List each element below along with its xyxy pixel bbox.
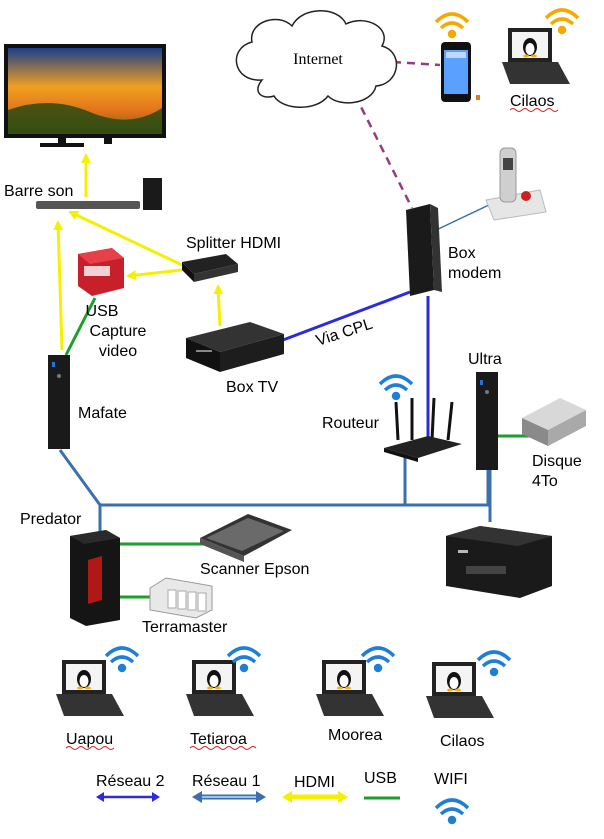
moorea-label: Moorea — [328, 727, 382, 744]
laptop-cilaos-top: Cilaos — [502, 8, 580, 112]
dect-phone — [485, 147, 547, 221]
usb-links — [64, 297, 540, 599]
pc-ultra: Ultra — [468, 351, 502, 470]
soundbar: Barre son — [4, 178, 162, 210]
tetiaroa-label: Tetiaroa — [190, 731, 247, 748]
legend-reseau2-label: Réseau 2 — [96, 773, 165, 790]
legend-hdmi-line — [282, 791, 348, 803]
reseau2-links — [282, 290, 430, 440]
pc-mafate: Mafate — [48, 355, 127, 449]
laptop-tetiaroa: Tetiaroa — [186, 646, 262, 750]
usb-capture-label-3: video — [99, 343, 137, 360]
scanner-epson: Scanner Epson — [200, 514, 309, 578]
legend: Réseau 2 Réseau 1 HDMI USB WIFI — [96, 770, 470, 825]
legend-hdmi-label: HDMI — [294, 774, 335, 791]
predator-label: Predator — [20, 511, 82, 528]
tux-icon — [77, 670, 91, 690]
box-modem: Box modem — [406, 204, 501, 296]
uapou-label: Uapou — [66, 731, 113, 748]
tux-icon — [337, 670, 351, 690]
splitter-label: Splitter HDMI — [186, 235, 281, 252]
disque-label-1: Disque — [532, 453, 582, 470]
legend-usb-label: USB — [364, 770, 397, 787]
laptop-moorea: Moorea — [316, 646, 396, 744]
legend-wifi-label: WIFI — [434, 771, 468, 788]
tux-icon — [447, 672, 461, 692]
internet-label: Internet — [293, 51, 343, 68]
wifi-icon — [378, 374, 414, 401]
smartphone — [434, 12, 480, 102]
ultra-label: Ultra — [468, 351, 502, 368]
internet-cloud: Internet — [235, 10, 398, 108]
tux-icon — [207, 670, 221, 690]
terramaster-label: Terramaster — [142, 619, 228, 636]
hdmi-links — [53, 153, 224, 351]
hdmi-splitter: Splitter HDMI — [182, 235, 281, 282]
nas-terramaster: Terramaster — [142, 577, 228, 636]
legend-reseau1-line — [192, 791, 266, 803]
internet-links — [353, 60, 441, 209]
wifi-icon — [360, 646, 396, 673]
barre-son-label: Barre son — [4, 183, 73, 200]
box-modem-label-1: Box — [448, 245, 476, 262]
television — [4, 44, 166, 147]
box-modem-label-2: modem — [448, 265, 501, 282]
disque-label-2: 4To — [532, 473, 558, 490]
usb-capture-device: USB Capture video — [78, 248, 147, 360]
mafate-label: Mafate — [78, 405, 127, 422]
laptop-cilaos-bottom: Cilaos — [426, 650, 512, 750]
wifi-icon — [226, 646, 262, 673]
tux-icon — [523, 38, 537, 58]
box-tv-label: Box TV — [226, 379, 279, 396]
usb-capture-label-2: Capture — [90, 323, 147, 340]
wifi-icon — [476, 650, 512, 677]
routeur-label: Routeur — [322, 415, 380, 432]
box-tv: Box TV — [186, 322, 284, 396]
pc-predator: Predator — [20, 511, 120, 626]
cilaos-bottom-label: Cilaos — [440, 733, 484, 750]
wifi-icon — [434, 798, 470, 825]
wifi-icon — [544, 8, 580, 35]
hard-drive: Disque 4To — [522, 398, 586, 490]
wifi-icon — [104, 646, 140, 673]
via-cpl-label: Via CPL — [314, 316, 375, 350]
printer — [446, 526, 552, 598]
router: Routeur — [322, 374, 462, 462]
cilaos-top-label: Cilaos — [510, 93, 554, 110]
legend-reseau1-label: Réseau 1 — [192, 773, 261, 790]
legend-reseau2-line — [96, 792, 160, 802]
wifi-icon — [434, 12, 470, 39]
scanner-label: Scanner Epson — [200, 561, 309, 578]
reseau1-links — [58, 449, 492, 540]
laptop-uapou: Uapou — [56, 646, 140, 750]
usb-capture-label-1: USB — [86, 303, 119, 320]
